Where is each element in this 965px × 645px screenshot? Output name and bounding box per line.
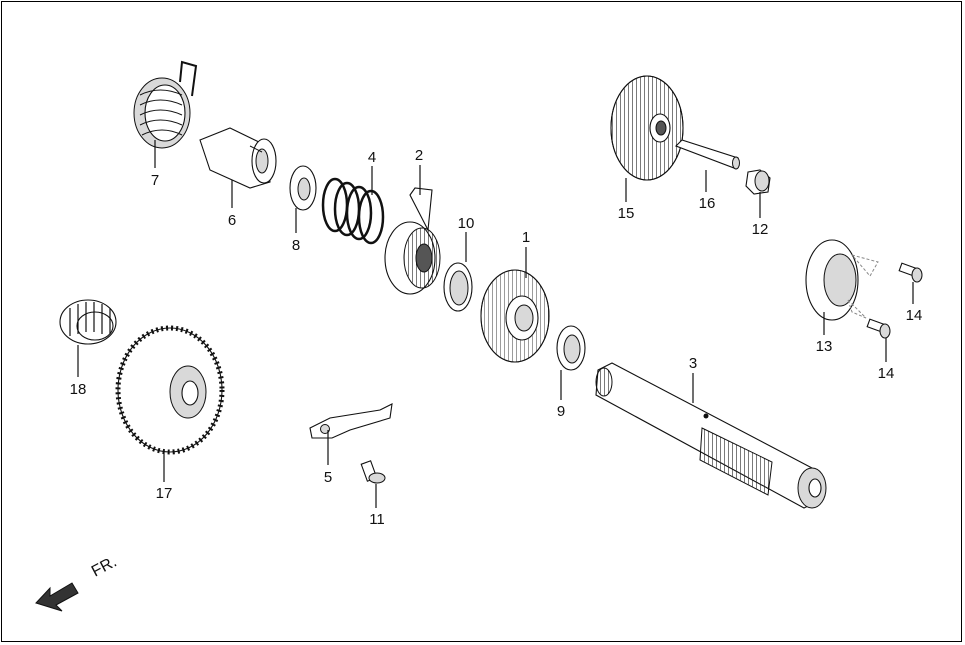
callout-18: 18 — [70, 381, 87, 398]
callout-17: 17 — [156, 485, 173, 502]
part-3-kick-starter-spindle — [595, 362, 827, 509]
callout-3: 3 — [689, 355, 697, 372]
part-11-bolt — [360, 460, 386, 484]
callout-12: 12 — [752, 221, 769, 238]
part-18-needle-bearing — [59, 299, 117, 345]
callout-14-lower: 14 — [878, 365, 895, 382]
part-10-washer — [443, 262, 473, 312]
callout-2: 2 — [415, 147, 423, 164]
callout-8: 8 — [292, 237, 300, 254]
callout-1: 1 — [522, 229, 530, 246]
callout-14-upper: 14 — [906, 307, 923, 324]
part-15-driven-gear — [610, 75, 684, 181]
callout-11: 11 — [369, 511, 385, 528]
part-5-stopper-plate — [309, 403, 393, 439]
part-1-kick-starter-gear — [480, 269, 550, 363]
part-14-bolt-upper — [898, 262, 923, 283]
part-9-washer — [556, 325, 586, 371]
part-12-collar — [745, 169, 771, 195]
callout-13: 13 — [816, 338, 833, 355]
part-16-shaft — [675, 139, 740, 170]
part-13-bearing-plate — [805, 239, 879, 321]
callout-9: 9 — [557, 403, 565, 420]
callout-16: 16 — [699, 195, 716, 212]
callout-10: 10 — [458, 215, 475, 232]
part-4-compression-spring — [321, 177, 385, 245]
front-direction-indicator: FR. — [35, 553, 120, 612]
callout-5: 5 — [324, 469, 332, 486]
callout-4: 4 — [368, 149, 376, 166]
callout-6: 6 — [228, 212, 236, 229]
callout-7: 7 — [151, 172, 159, 189]
leader-lines — [77, 140, 914, 508]
part-2-ratchet — [384, 187, 441, 295]
front-label: FR. — [89, 553, 120, 580]
part-17-idle-gear — [115, 325, 225, 455]
part-6-spring-guide — [199, 127, 277, 189]
callout-15: 15 — [618, 205, 635, 222]
part-7-kick-spring — [133, 60, 198, 149]
part-14-bolt-lower — [866, 318, 891, 339]
part-8-washer — [289, 165, 317, 211]
front-arrow-icon — [35, 582, 79, 612]
